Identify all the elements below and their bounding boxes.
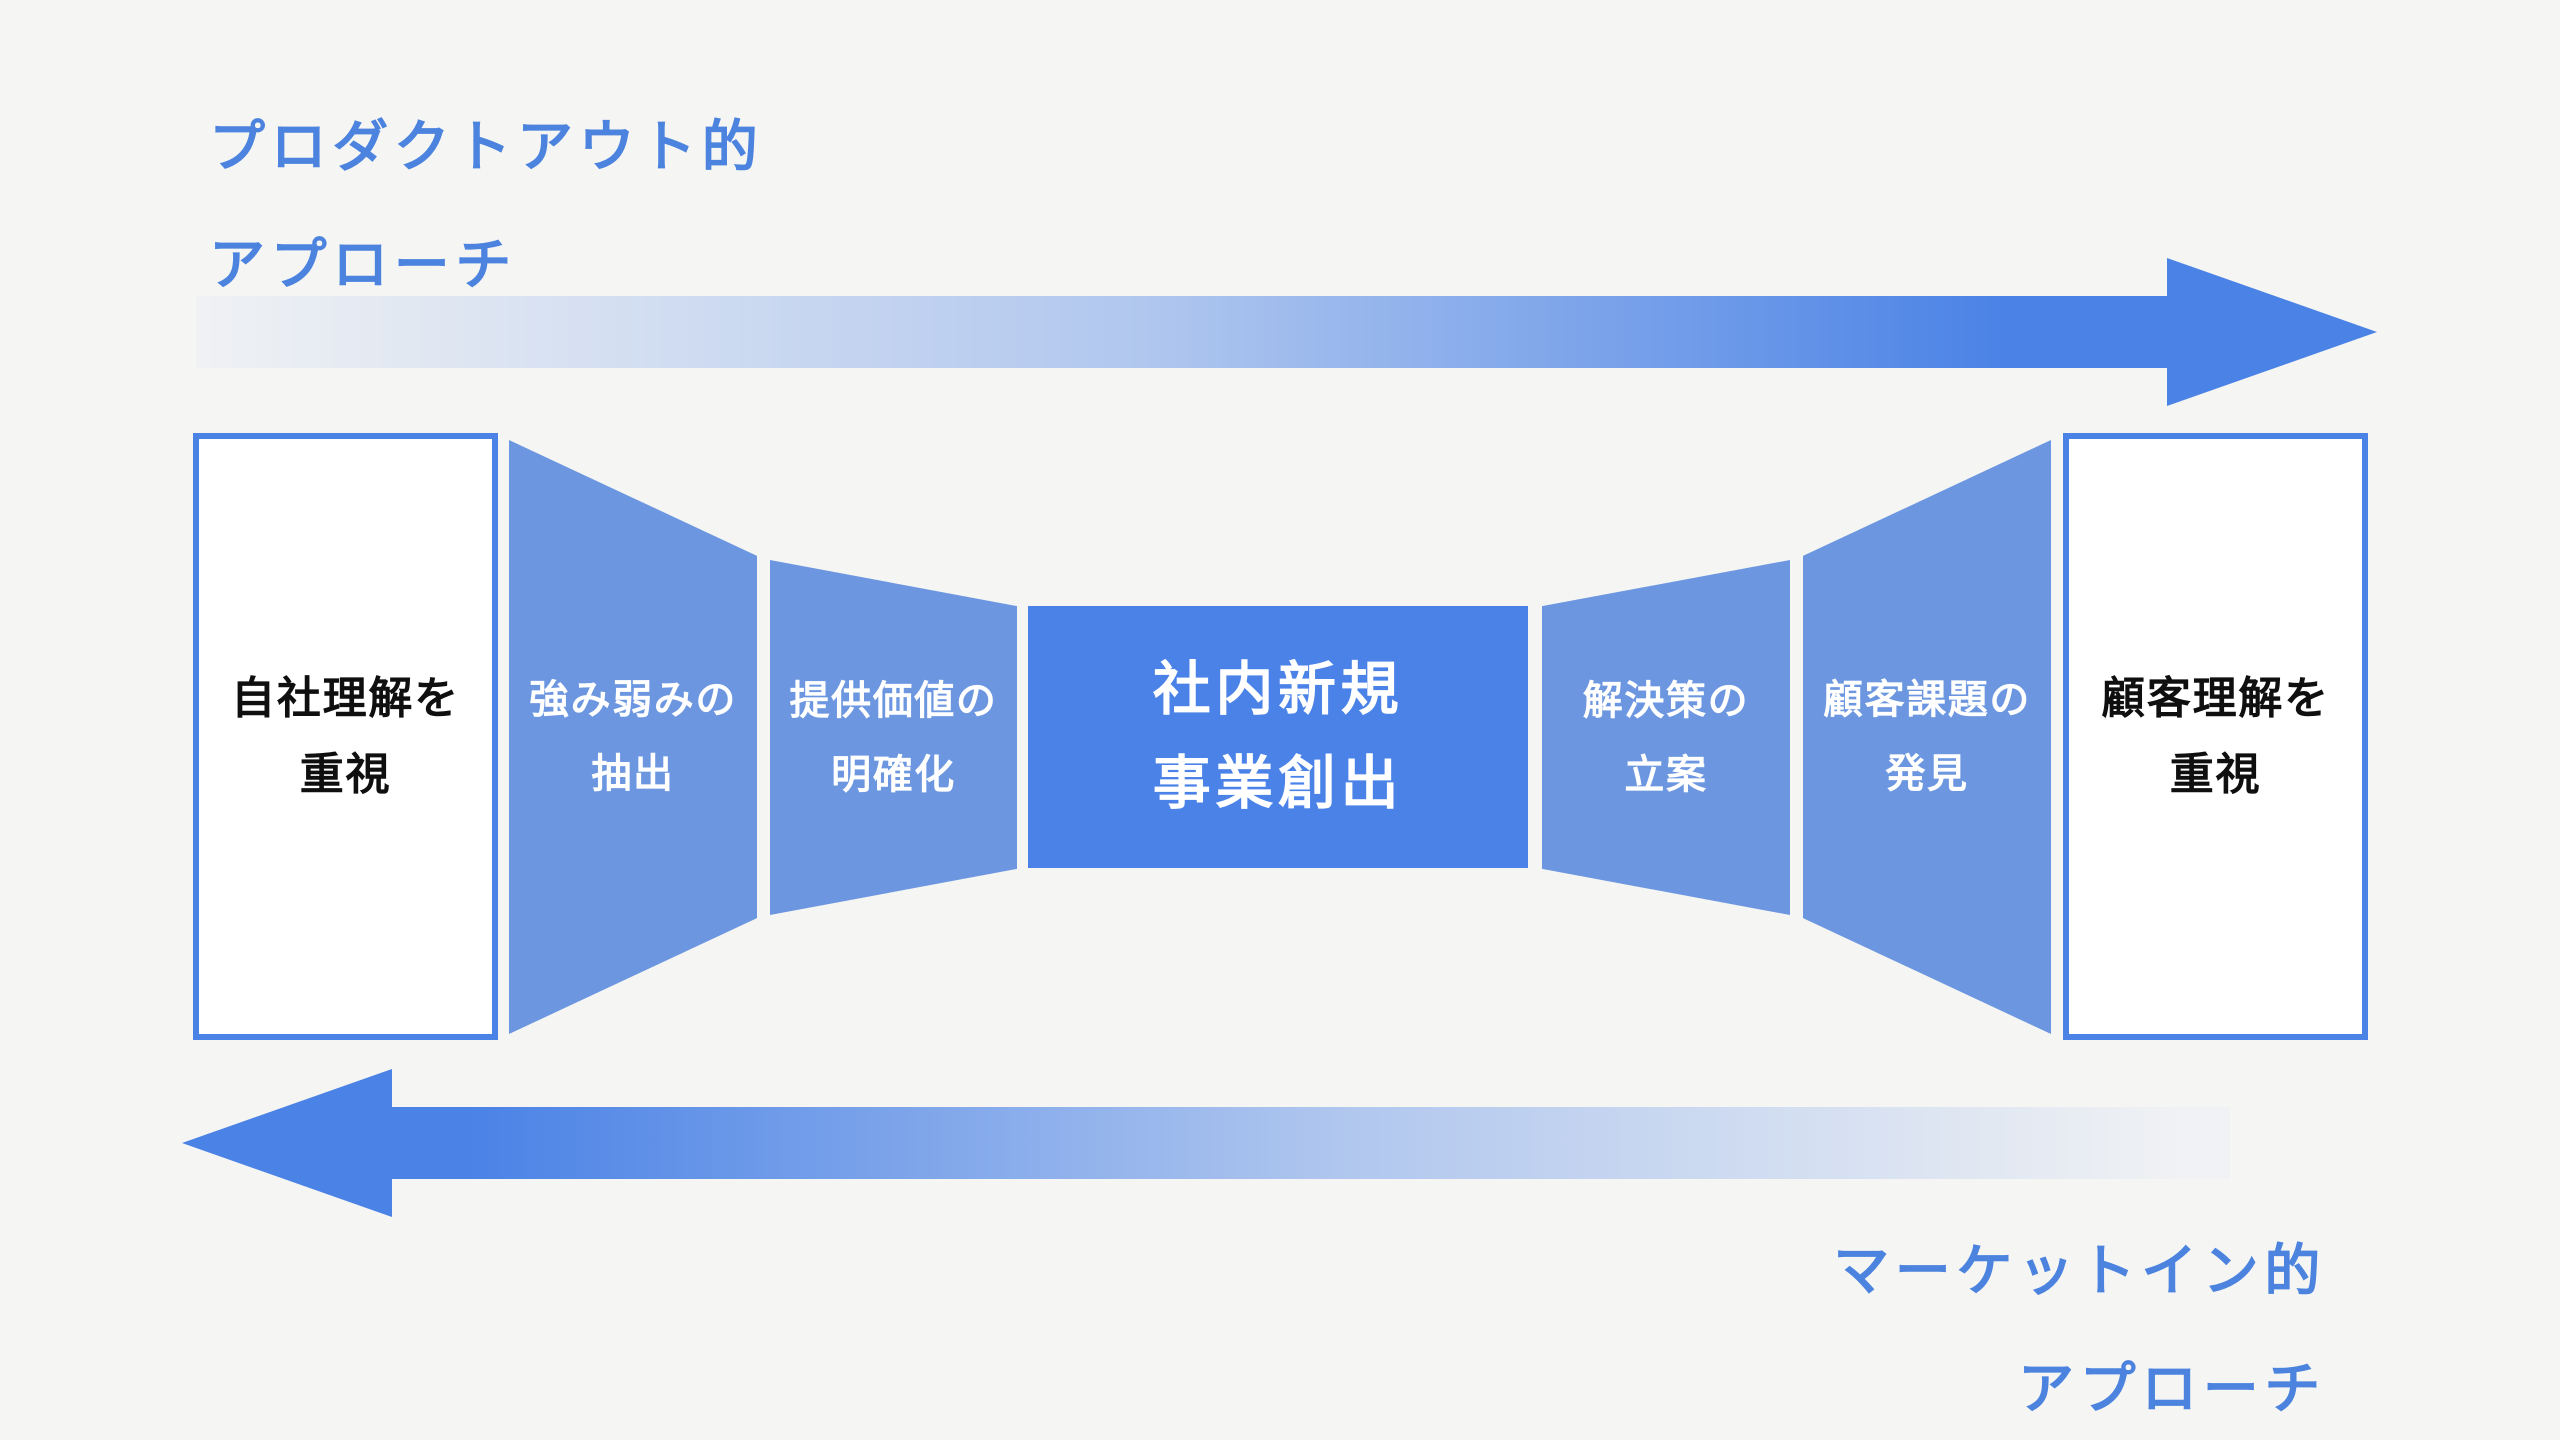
product-out-approach-label: プロダクトアウト的 アプローチ [209,88,763,324]
market-in-approach-line1: マーケットイン的 [1833,1239,2326,1302]
stage-label-line2: 抽出 [591,752,675,796]
stage-label-line1: 社内新規 [1152,657,1404,722]
right-arrow-head-icon [2167,258,2377,406]
stage-label-line1: 解決策の [1582,678,1750,723]
funnel-stage-value-proposition: 提供価値の 明確化 [770,560,1017,915]
market-in-approach-line2: アプローチ [2018,1357,2326,1420]
stage-label-line1: 自社理解を [231,673,460,723]
stage-label-line2: 重視 [299,749,392,799]
funnel-stage-customer-understanding: 顧客理解を 重視 [2063,433,2368,1040]
stage-label-line1: 提供価値の [789,678,998,723]
funnel-stage-solution-planning: 解決策の 立案 [1542,560,1790,915]
product-out-approach-line1: プロダクトアウト的 [209,115,764,178]
stage-label-line2: 明確化 [831,752,956,797]
market-in-approach-label: マーケットイン的 アプローチ [1833,1212,2326,1440]
stage-label-line2: 発見 [1885,752,1969,796]
product-out-arrow-shaft [196,296,2168,368]
left-arrow-head-icon [182,1069,392,1217]
funnel-stage-customer-problem: 顧客課題の 発見 [1803,440,2051,1034]
product-out-approach-line2: アプローチ [209,233,517,296]
stage-label-line1: 強み弱みの [529,678,737,722]
funnel-stage-company-understanding: 自社理解を 重視 [193,433,498,1040]
stage-label-line2: 立案 [1624,752,1708,797]
stage-label-line1: 顧客理解を [2101,673,2330,723]
funnel-stage-strengths-weaknesses: 強み弱みの 抽出 [509,440,757,1034]
stage-label-line1: 顧客課題の [1823,678,2031,722]
market-in-arrow-shaft [392,1107,2230,1179]
stage-label-line2: 重視 [2169,749,2262,799]
stage-label-line2: 事業創出 [1152,751,1404,816]
funnel-stage-new-business-creation: 社内新規 事業創出 [1028,606,1528,868]
